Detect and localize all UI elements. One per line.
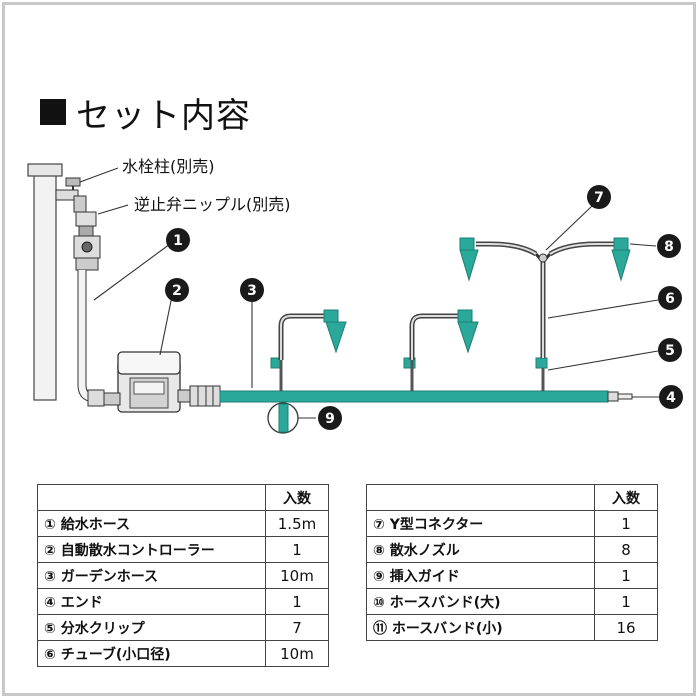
marker-1: 1 (166, 228, 190, 252)
part-qty: 1 (594, 510, 658, 537)
hose-connector (189, 385, 221, 407)
part-name: ⑪ ホースバンド(小) (366, 614, 595, 641)
part-qty: 8 (594, 536, 658, 563)
end-cap (607, 391, 633, 402)
table-row: ④ エンド 1 (37, 588, 329, 615)
table-row: ② 自動散水コントローラー 1 (37, 536, 329, 563)
marker-9: 9 (318, 406, 342, 430)
part-qty: 16 (594, 614, 658, 641)
marker-4: 4 (659, 385, 683, 409)
part-qty: 1 (594, 562, 658, 589)
part-qty: 1 (594, 588, 658, 615)
check-valve-nipple (73, 211, 101, 271)
nozzle-right (611, 237, 631, 282)
part-name: ① 給水ホース (37, 510, 266, 537)
insertion-guide (267, 402, 299, 434)
supply-hose (77, 270, 112, 407)
part-qty: 10m (265, 640, 329, 667)
table-row: ⑨ 挿入ガイド 1 (366, 562, 658, 589)
marker-3-number: 3 (247, 283, 257, 299)
marker-8: 8 (657, 234, 681, 258)
table-row: ⑤ 分水クリップ 7 (37, 614, 329, 641)
y-connector (476, 241, 614, 263)
part-name: ⑥ チューブ(小口径) (37, 640, 266, 667)
table-header-row: 入数 (37, 484, 329, 511)
parts-diagram: 水栓柱(別売) 逆止弁ニップル(別売) 1 2 3 4 5 6 7 8 9 (27, 157, 683, 434)
check-valve-label: 逆止弁ニップル(別売) (134, 195, 291, 214)
part-name: ③ ガーデンホース (37, 562, 266, 589)
marker-8-number: 8 (664, 239, 674, 255)
table-header-qty: 入数 (265, 484, 329, 511)
title-square-bullet (40, 99, 66, 125)
part-qty: 10m (265, 562, 329, 589)
marker-7: 7 (587, 185, 611, 209)
part-name: ⑧ 散水ノズル (366, 536, 595, 563)
table-header-row: 入数 (366, 484, 658, 511)
marker-1-number: 1 (173, 233, 183, 249)
table-row: ⑪ ホースバンド(小) 16 (366, 614, 658, 641)
table-row: ① 給水ホース 1.5m (37, 510, 329, 537)
marker-7-number: 7 (594, 190, 604, 206)
table-row: ③ ガーデンホース 10m (37, 562, 329, 589)
parts-table-right: 入数 ⑦ Y型コネクター 1 ⑧ 散水ノズル 8 ⑨ 挿入ガイド 1 ⑩ ホース… (366, 484, 658, 641)
branch-tube-1 (270, 309, 347, 391)
marker-2: 2 (165, 278, 189, 302)
parts-table-left: 入数 ① 給水ホース 1.5m ② 自動散水コントローラー 1 ③ ガーデンホー… (37, 484, 329, 667)
marker-3: 3 (240, 278, 264, 302)
table-header-blank (37, 484, 266, 511)
part-name: ⑩ ホースバンド(大) (366, 588, 595, 615)
marker-6: 6 (658, 286, 682, 310)
auto-watering-controller (103, 351, 191, 413)
part-name: ② 自動散水コントローラー (37, 536, 266, 563)
leader-lines (79, 167, 660, 419)
marker-2-number: 2 (172, 283, 182, 299)
nozzle-left (459, 237, 479, 282)
part-qty: 1 (265, 588, 329, 615)
table-header-blank (366, 484, 595, 511)
marker-4-number: 4 (666, 390, 676, 406)
part-qty: 7 (265, 614, 329, 641)
table-row: ⑥ チューブ(小口径) 10m (37, 640, 329, 667)
marker-5-number: 5 (665, 343, 675, 359)
branch-tube-3 (535, 262, 548, 391)
table-row: ⑧ 散水ノズル 8 (366, 536, 658, 563)
part-name: ④ エンド (37, 588, 266, 615)
faucet-tap-icon (55, 177, 87, 213)
table-row: ⑩ ホースバンド(大) 1 (366, 588, 658, 615)
garden-hose (219, 390, 609, 403)
title-text: セット内容 (76, 95, 251, 136)
part-qty: 1.5m (265, 510, 329, 537)
table-header-qty: 入数 (594, 484, 658, 511)
part-name: ⑦ Y型コネクター (366, 510, 595, 537)
marker-6-number: 6 (665, 291, 675, 307)
faucet-post-label: 水栓柱(別売) (122, 157, 215, 176)
marker-9-number: 9 (325, 411, 335, 427)
part-name: ⑤ 分水クリップ (37, 614, 266, 641)
faucet-post (27, 163, 63, 401)
marker-5: 5 (658, 338, 682, 362)
section-title: セット内容 (40, 88, 251, 136)
branch-tube-2 (403, 309, 479, 391)
table-row: ⑦ Y型コネクター 1 (366, 510, 658, 537)
part-name: ⑨ 挿入ガイド (366, 562, 595, 589)
part-qty: 1 (265, 536, 329, 563)
